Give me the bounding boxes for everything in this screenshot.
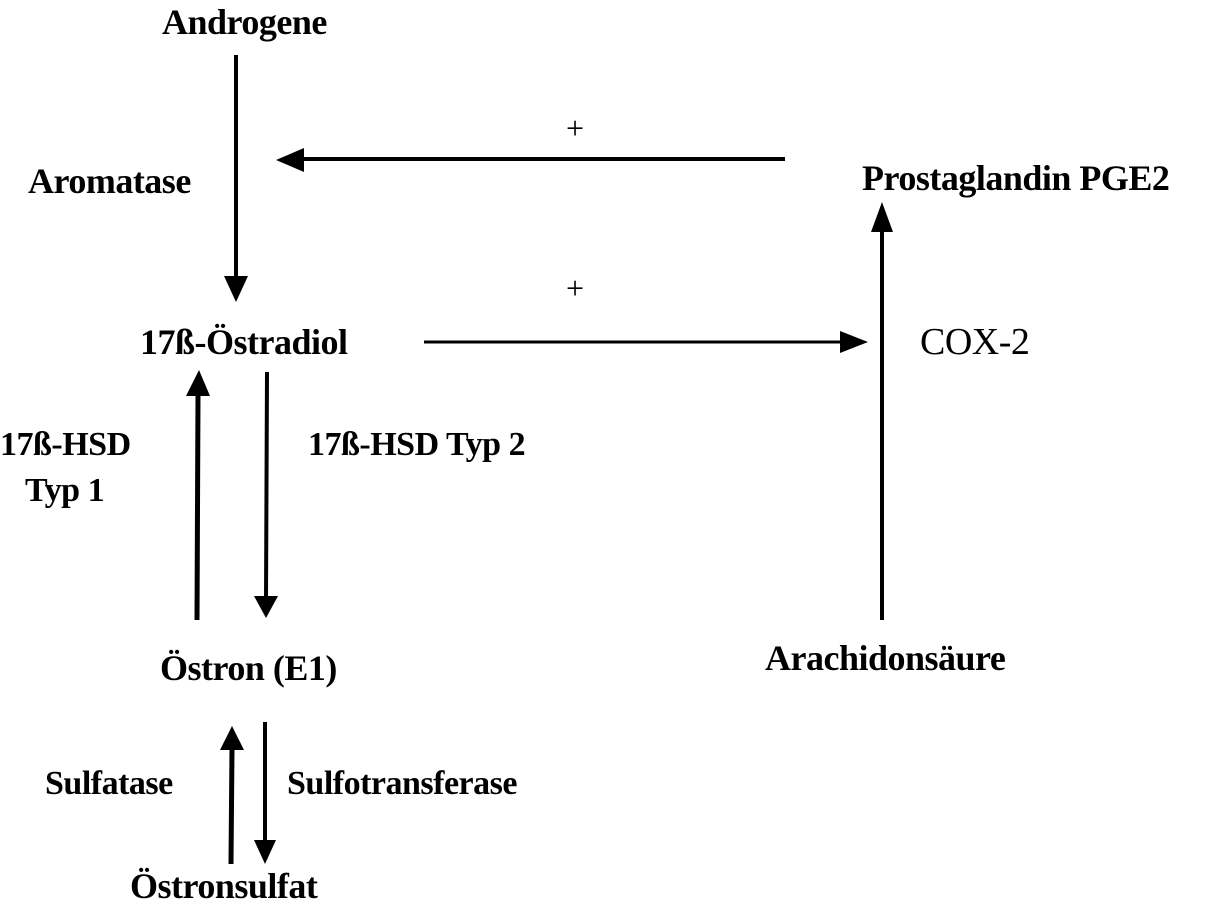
enzyme-hsd-typ2: 17ß-HSD Typ 2 [308, 426, 526, 463]
arrow-oestradiol-to-cox2 [424, 331, 868, 353]
arrow-arachidonsaeure-to-pge2 [871, 202, 893, 620]
enzyme-aromatase: Aromatase [28, 161, 191, 201]
arrow-pge2-to-aromatase [276, 148, 785, 172]
enzyme-sulfatase: Sulfatase [45, 765, 173, 802]
plus-sign-pge2-to-aromatase: + [566, 110, 584, 146]
arrow-oestron-to-oestradiol [186, 370, 210, 621]
plus-sign-oestradiol-to-cox2: + [566, 270, 584, 306]
enzyme-hsd-typ1-line1: 17ß-HSD [0, 426, 131, 463]
node-androgene: Androgene [162, 2, 327, 42]
node-oestronsulfat: Östronsulfat [130, 866, 318, 906]
arrow-oestronsulfat-to-oestron [220, 726, 244, 865]
arrow-androgene-to-oestradiol [224, 55, 248, 302]
arrow-oestradiol-to-oestron [254, 371, 278, 618]
enzyme-hsd-typ1-line2: Typ 1 [25, 472, 105, 509]
enzyme-cox2: COX-2 [920, 321, 1030, 363]
arrow-oestron-to-oestronsulfat [254, 722, 276, 864]
node-arachidonsaeure: Arachidonsäure [765, 638, 1006, 678]
node-oestradiol: 17ß-Östradiol [140, 322, 348, 362]
node-oestron: Östron (E1) [160, 648, 337, 688]
node-prostaglandin-pge2: Prostaglandin PGE2 [862, 158, 1170, 198]
enzyme-sulfotransferase: Sulfotransferase [287, 765, 517, 802]
